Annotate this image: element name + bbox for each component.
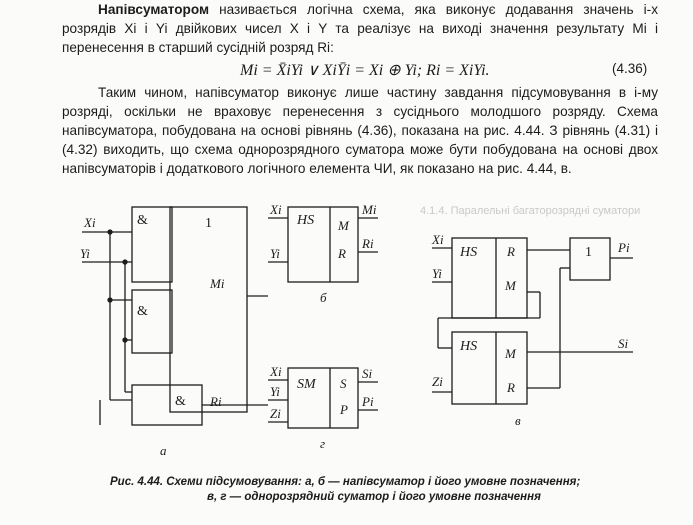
input-label-y: Yi — [80, 246, 90, 261]
formula-number: (4.36) — [612, 61, 648, 76]
output-label-m: Mi — [209, 276, 225, 291]
b-output-m: Mi — [361, 202, 377, 217]
v-port-m-top: M — [504, 278, 517, 293]
term-half-adder: Напівсуматором — [98, 2, 210, 17]
figure-label-g: г — [320, 436, 325, 451]
and-gate-middle — [131, 289, 173, 354]
figure-label-v: в — [515, 413, 521, 428]
b-input-x: Xi — [269, 202, 282, 217]
v-port-r-bottom: R — [506, 380, 515, 395]
formula-4-36: Mi = X̄iYi ∨ XiȲi = Xi ⊕ Yi; Ri = XiYi. — [240, 62, 490, 79]
hs-block-b — [287, 206, 359, 283]
g-port-p: P — [339, 402, 348, 417]
v-input-x: Xi — [431, 232, 444, 247]
block-label-hs: HS — [296, 213, 314, 228]
caption-line-1: Рис. 4.44. Схеми підсумовування: а, б — … — [110, 476, 581, 488]
caption-line-2: в, г — однорозрядний суматор і його умов… — [207, 491, 541, 503]
v-port-m-bottom: M — [504, 346, 517, 361]
paragraph-1-body: називається логічна схема, яка виконує д… — [62, 2, 658, 55]
figure-caption: Рис. 4.44. Схеми підсумовування: а, б — … — [110, 475, 610, 505]
and-gate-top — [131, 206, 173, 283]
output-label-r: Ri — [209, 394, 222, 409]
v-output-s: Si — [618, 336, 629, 351]
g-output-s: Si — [362, 366, 373, 381]
g-input-y: Yi — [270, 384, 280, 399]
gate-label-and-3: & — [175, 394, 186, 409]
input-label-x: Xi — [83, 215, 96, 230]
figure-label-b: б — [320, 290, 327, 305]
g-input-z: Zi — [270, 406, 281, 421]
gate-label-or: 1 — [205, 216, 212, 231]
or-gate — [169, 206, 248, 413]
bleedthrough-text: 4.1.4. Паралельні багаторозрядні суматор… — [420, 205, 641, 217]
and-gate-bottom — [131, 384, 203, 426]
or-gate-v — [569, 237, 611, 281]
paragraph-half-adder-definition: Напівсуматором називається логічна схема… — [62, 0, 658, 57]
b-output-r: Ri — [361, 236, 374, 251]
v-block-label-hs-top: HS — [459, 245, 477, 260]
v-block-label-hs-bottom: HS — [459, 339, 477, 354]
v-port-r-top: R — [506, 244, 515, 259]
g-port-s: S — [340, 376, 347, 391]
sm-block-g — [287, 367, 359, 429]
block-label-sm: SM — [297, 377, 317, 392]
v-input-y: Yi — [432, 266, 442, 281]
figure-label-a: а — [160, 443, 167, 458]
v-input-z: Zi — [432, 374, 443, 389]
v-gate-label-or: 1 — [585, 245, 592, 260]
b-input-y: Yi — [270, 246, 280, 261]
paragraph-half-adder-explanation: Таким чином, напівсуматор виконує лише ч… — [62, 85, 658, 176]
gate-label-and-2: & — [137, 304, 148, 319]
g-output-p: Pi — [361, 394, 374, 409]
b-port-r: R — [337, 246, 346, 261]
b-port-m: M — [337, 218, 350, 233]
hs-block-bottom — [451, 331, 528, 405]
gate-label-and-1: & — [137, 213, 148, 228]
g-input-x: Xi — [269, 364, 282, 379]
v-output-p: Pi — [617, 240, 630, 255]
